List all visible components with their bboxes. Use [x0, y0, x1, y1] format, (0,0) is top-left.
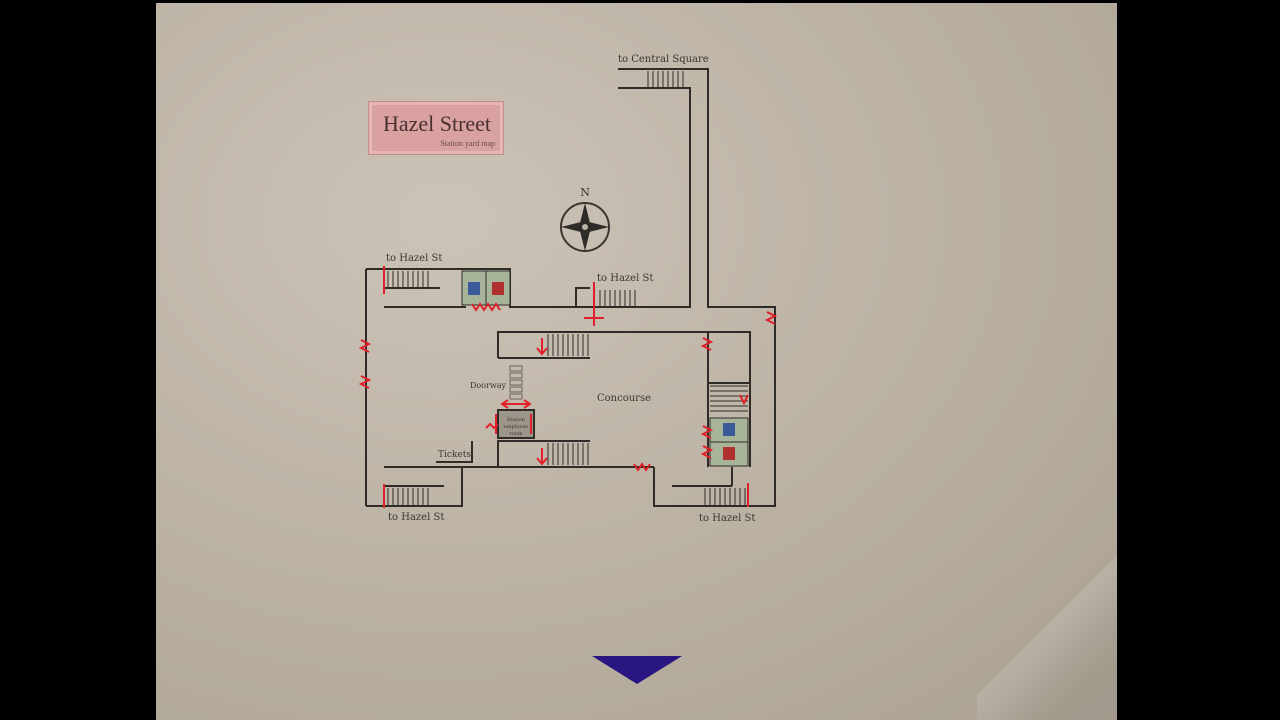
doorway-ladder	[509, 365, 523, 400]
map-title: Hazel Street	[382, 111, 492, 136]
label-to-hazel-st-nw: to Hazel St	[386, 253, 442, 264]
label-concourse: Concourse	[597, 393, 651, 404]
locked-door-marks	[358, 266, 778, 508]
walls	[365, 68, 776, 507]
next-page-arrow-icon[interactable]	[592, 656, 682, 684]
stairs-inner-top	[547, 334, 589, 356]
stairs-east	[710, 385, 748, 412]
label-doorway: Doorway	[470, 381, 506, 390]
label-station-room-3: room	[509, 431, 522, 437]
label-to-hazel-st-sw: to Hazel St	[388, 512, 444, 523]
stairs-north	[599, 290, 636, 306]
compass-icon	[560, 202, 610, 252]
east-womens-room-icon	[723, 447, 735, 460]
map-title-plate: Hazel Street Station yard map	[368, 101, 504, 155]
east-mens-room-icon	[723, 423, 735, 436]
label-to-central-square: to Central Square	[618, 54, 709, 65]
label-to-hazel-st-n: to Hazel St	[597, 273, 653, 284]
restroom-icons	[461, 270, 749, 467]
label-station-room-2: employee	[504, 424, 528, 430]
stairs-inner-bottom	[547, 443, 589, 465]
stairs-se	[704, 488, 746, 505]
map-paper	[156, 3, 1117, 720]
stairs-central	[647, 71, 684, 87]
label-tickets: Tickets	[438, 450, 471, 460]
stairs-nw	[387, 271, 429, 287]
stairs-sw	[387, 488, 429, 505]
compass-north-label: N	[580, 186, 590, 199]
label-station-room-1: Station	[507, 417, 526, 423]
label-to-hazel-st-se: to Hazel St	[699, 513, 755, 524]
map-subtitle: Station yard map	[440, 139, 495, 148]
mens-room-icon	[468, 282, 480, 295]
stairs	[387, 71, 748, 505]
womens-room-icon	[492, 282, 504, 295]
